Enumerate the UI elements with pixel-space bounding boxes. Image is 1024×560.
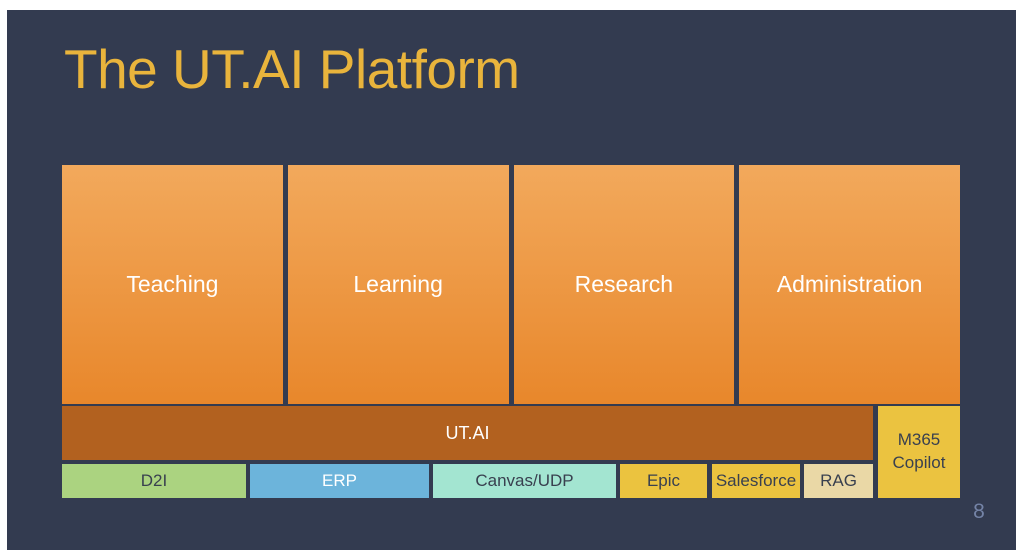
- system-block-canvas-udp: Canvas/UDP: [433, 464, 616, 498]
- slide-canvas: The UT.AI Platform Teaching Learning Res…: [7, 10, 1016, 550]
- pillar-learning: Learning: [287, 165, 509, 404]
- system-block-salesforce: Salesforce: [712, 464, 800, 498]
- system-block-rag: RAG: [804, 464, 873, 498]
- platform-bar-label: UT.AI: [445, 422, 490, 443]
- systems-row: D2I ERP Canvas/UDP Epic Salesforce RAG: [62, 464, 873, 498]
- system-label-salesforce: Salesforce: [715, 471, 797, 490]
- system-label-d2i: D2I: [140, 471, 168, 490]
- m365-copilot-block: M365 Copilot: [878, 406, 960, 498]
- m365-copilot-label: M365 Copilot: [892, 430, 946, 472]
- system-label-rag: RAG: [820, 471, 857, 490]
- pillar-row: Teaching Learning Research Administratio…: [62, 165, 960, 404]
- pillar-administration-label: Administration: [776, 271, 923, 297]
- pillar-teaching-label: Teaching: [126, 271, 219, 297]
- system-block-erp: ERP: [250, 464, 429, 498]
- system-label-erp: ERP: [322, 471, 357, 490]
- pillar-research-label: Research: [574, 271, 674, 297]
- pillar-research: Research: [513, 165, 735, 404]
- system-block-epic: Epic: [620, 464, 707, 498]
- slide-title: The UT.AI Platform: [64, 38, 520, 100]
- system-block-d2i: D2I: [62, 464, 246, 498]
- system-label-epic: Epic: [646, 471, 681, 490]
- pillar-administration: Administration: [739, 165, 960, 404]
- page-number: 8: [973, 500, 985, 523]
- platform-bar-utai: UT.AI: [62, 406, 873, 460]
- pillar-learning-label: Learning: [353, 271, 443, 297]
- pillar-teaching: Teaching: [62, 165, 283, 404]
- system-label-canvas-udp: Canvas/UDP: [475, 471, 574, 490]
